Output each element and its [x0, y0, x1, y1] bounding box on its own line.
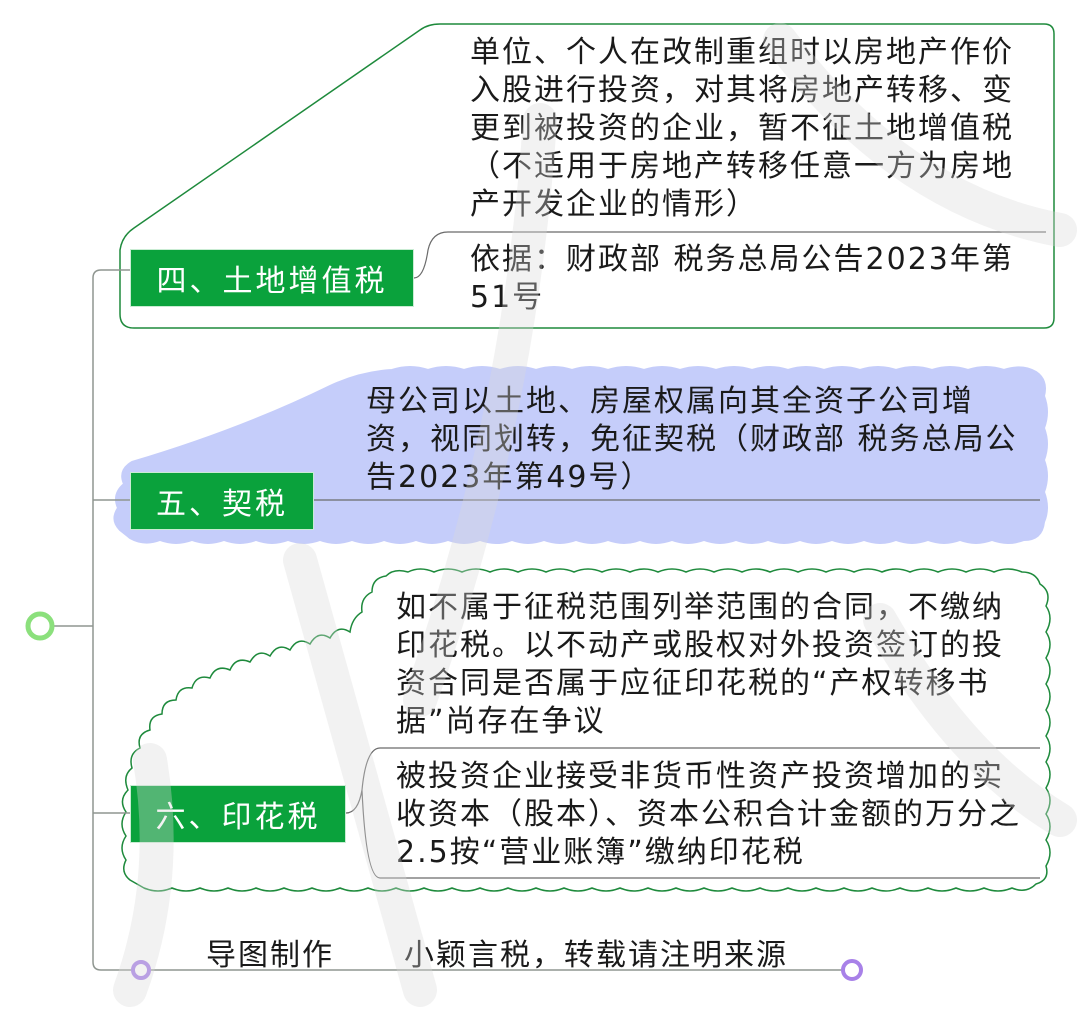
footer-node-right[interactable]	[841, 959, 863, 981]
cloud-shape-deed-tax	[113, 366, 1048, 544]
frame-land-vat	[119, 23, 1055, 329]
root-node[interactable]	[25, 611, 55, 641]
topic-land-vat[interactable]: 四、土地增值税	[130, 249, 414, 307]
deed-tax-detail-1: 母公司以土地、房屋权属向其全资子公司增资，视同划转，免征契税（财政部 税务总局公…	[366, 384, 1018, 495]
land-vat-detail-2: 依据：财政部 税务总局公告2023年第51号	[470, 242, 1014, 315]
stamp-tax-detail-1: 如不属于征税范围列举范围的合同，不缴纳印花税。以不动产或股权对外投资签订的投资合…	[396, 590, 1004, 739]
land-vat-detail-1: 单位、个人在改制重组时以房地产作价入股进行投资，对其将房地产转移、变更到被投资的…	[470, 35, 1014, 222]
footer-label: 导图制作	[206, 938, 334, 973]
frame-stamp-tax	[121, 568, 1051, 892]
footer-node-left[interactable]	[131, 960, 151, 980]
footer-text: 小颖言税，转载请注明来源	[404, 938, 788, 973]
bracket-land-vat	[413, 231, 1046, 279]
stamp-tax-detail-2: 被投资企业接受非货币性资产投资增加的实收资本（股本）、资本公积合计金额的万分之2…	[396, 759, 1021, 870]
bracket-stamp-tax	[345, 747, 1040, 879]
topic-stamp-tax[interactable]: 六、印花税	[130, 785, 346, 843]
topic-deed-tax[interactable]: 五、契税	[130, 472, 314, 530]
trunk-line	[52, 269, 852, 971]
